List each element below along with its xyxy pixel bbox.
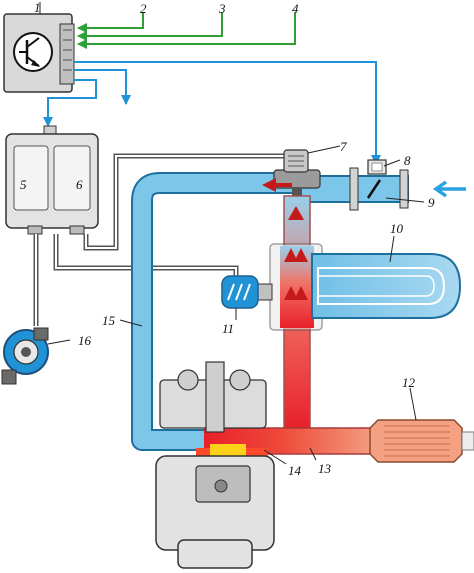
callout-14: 14 [288, 463, 301, 478]
callout-5: 5 [20, 177, 27, 192]
callout-11: 11 [222, 321, 235, 336]
leader-lines [39, 2, 425, 465]
solenoid-valve-block [5, 125, 99, 235]
callout-8: 8 [404, 153, 411, 168]
callout-10: 10 [390, 221, 403, 236]
intake-arrow-icon [432, 180, 466, 198]
transistor-icon [13, 32, 53, 72]
callout-9: 9 [428, 195, 435, 210]
engine-block [155, 361, 275, 569]
signal-lines [77, 12, 296, 49]
control-lines [43, 61, 381, 165]
throttle-position-sensor [367, 159, 387, 175]
callout-15: 15 [102, 313, 115, 328]
callout-4: 4 [292, 1, 299, 16]
egr-position-sensor [221, 275, 273, 309]
callout-2: 2 [140, 1, 147, 16]
callout-16: 16 [78, 333, 91, 348]
callout-12: 12 [402, 375, 415, 390]
crankshaft-sensor [1, 327, 49, 385]
egr-valve [273, 149, 321, 200]
callout-7: 7 [340, 139, 347, 154]
egr-cooler [311, 253, 462, 319]
callout-1: 1 [34, 0, 41, 15]
callout-6: 6 [76, 177, 83, 192]
callout-13: 13 [318, 461, 331, 476]
callout-3: 3 [219, 1, 226, 16]
catalytic-converter [369, 419, 474, 463]
arrow-icon [262, 178, 308, 300]
egr-return-pipe [131, 172, 300, 451]
